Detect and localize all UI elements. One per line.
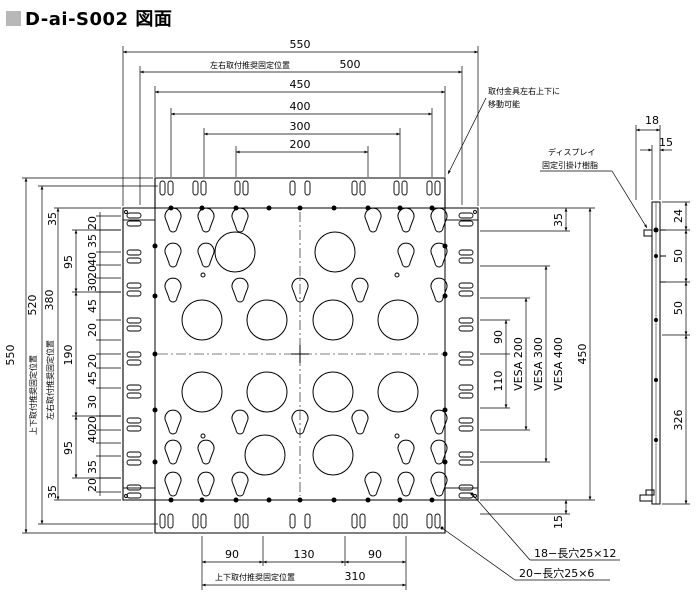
- display-note-line2: 固定引掛け樹脂: [542, 160, 598, 170]
- dim-top-450: 450: [290, 78, 311, 91]
- slot-note-20: 20−長穴25×6: [519, 566, 594, 580]
- dim-left-380-label: 左右取付推奨固定位置: [45, 340, 55, 420]
- dim-side-50a: 50: [672, 249, 685, 263]
- dim-side-18: 18: [645, 114, 659, 127]
- dim-side-24: 24: [672, 209, 685, 223]
- left-dimension-labels: 550 上下取付推奨固定位置 520 左右取付推奨固定位置 380 95 190…: [4, 212, 99, 499]
- dim-right-35: 35: [552, 213, 565, 227]
- dim-left-col-8: 45: [86, 371, 99, 385]
- dim-right-vesa400: VESA 400: [552, 337, 565, 391]
- dim-left-col-4: 30: [86, 278, 99, 292]
- bracket-note-line1: 取付金具左右上下に: [488, 86, 560, 96]
- dim-top-500-label: 左右取付推奨固定位置: [210, 60, 290, 70]
- fixing-points: [152, 205, 448, 503]
- keyhole-slots: [164, 207, 448, 497]
- dim-side-15: 15: [659, 136, 673, 149]
- mounting-plate: [122, 177, 479, 534]
- dim-left-col-12: 35: [86, 460, 99, 474]
- dim-top-200: 200: [290, 138, 311, 151]
- dim-left-col-2: 40: [86, 252, 99, 266]
- bracket-note-line2: 移動可能: [488, 99, 520, 109]
- right-dimension-labels: 35 450 15 90 110 VESA 200 VESA 300 VESA …: [492, 213, 589, 529]
- bracket-note: 取付金具左右上下に 移動可能: [447, 86, 560, 175]
- dim-right-450: 450: [576, 344, 589, 365]
- dim-right-vesa300: VESA 300: [532, 337, 545, 391]
- dim-bottom-310: 310: [345, 570, 366, 583]
- dim-right-vesa200: VESA 200: [512, 337, 525, 391]
- page-title: D-ai-S002 図面: [25, 9, 173, 30]
- dim-left-col-7: 20: [86, 354, 99, 368]
- bottom-dimensions: [201, 536, 407, 590]
- display-hook-note: ディスプレイ 固定引掛け樹脂: [540, 147, 648, 229]
- dim-top-400: 400: [290, 100, 311, 113]
- slot-note-18: 18−長穴25×12: [534, 546, 616, 560]
- dim-right-90: 90: [492, 330, 505, 344]
- dim-left-190: 190: [62, 345, 75, 366]
- dim-bottom-90a: 90: [225, 548, 239, 561]
- dim-right-15: 15: [552, 515, 565, 529]
- dim-left-550: 550: [4, 345, 17, 366]
- top-dimensions: [122, 46, 479, 206]
- dim-top-500: 500: [340, 58, 361, 71]
- dim-left-col-13: 20: [86, 478, 99, 492]
- side-dimension-labels: 18 15 24 50 50 326: [645, 114, 685, 431]
- slot-notes: 18−長穴25×12 20−長穴25×6: [440, 492, 620, 581]
- dim-left-col-0: 20: [86, 216, 99, 230]
- display-note-line1: ディスプレイ: [548, 147, 595, 157]
- dim-left-col-1: 35: [86, 234, 99, 248]
- right-dimensions: [480, 207, 595, 515]
- long-slots: [126, 180, 474, 529]
- dim-left-col-5: 45: [86, 299, 99, 313]
- dim-left-520-label: 上下取付推奨固定位置: [28, 355, 38, 435]
- dim-left-col-6: 20: [86, 323, 99, 337]
- dim-side-326: 326: [672, 410, 685, 431]
- dim-left-380: 380: [43, 290, 56, 311]
- dim-top-550: 550: [290, 38, 311, 51]
- dim-left-col-3: 20: [86, 265, 99, 279]
- dim-left-col-9: 30: [86, 395, 99, 409]
- dim-side-50b: 50: [672, 301, 685, 315]
- dim-left-95b: 95: [62, 441, 75, 455]
- dim-right-110: 110: [492, 371, 505, 392]
- side-dimensions: [635, 125, 690, 505]
- dim-left-520: 520: [26, 295, 39, 316]
- dim-left-35b: 35: [46, 485, 59, 499]
- left-dimensions: [22, 177, 158, 534]
- dim-bottom-310-label: 上下取付推奨固定位置: [215, 572, 295, 582]
- vesa-holes: [181, 231, 419, 476]
- dim-top-300: 300: [290, 120, 311, 133]
- dim-bottom-90b: 90: [368, 548, 382, 561]
- header-square-icon: [6, 10, 21, 26]
- bottom-dimension-labels: 90 130 90 上下取付推奨固定位置 310: [215, 548, 382, 583]
- side-view: [639, 201, 666, 505]
- dim-left-col-11: 40: [86, 429, 99, 443]
- dim-bottom-130: 130: [294, 548, 315, 561]
- top-dimension-labels: 550 左右取付推奨固定位置 500 450 400 300 200: [210, 38, 361, 151]
- dim-left-35a: 35: [46, 212, 59, 226]
- dim-left-95a: 95: [62, 255, 75, 269]
- dim-left-col-10: 20: [86, 416, 99, 430]
- header: D-ai-S002 図面: [6, 6, 172, 30]
